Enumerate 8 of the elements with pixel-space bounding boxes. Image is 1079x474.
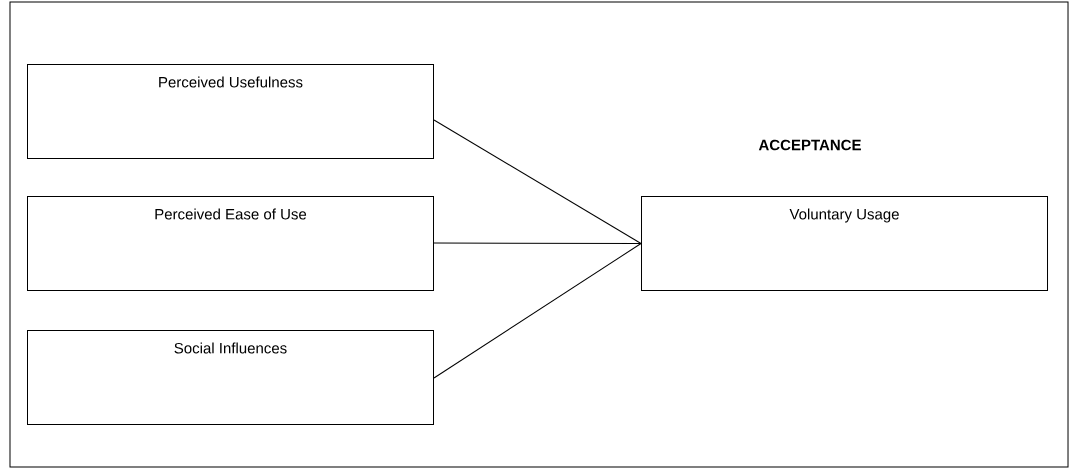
heading: ACCEPTANCE — [758, 139, 861, 151]
box: Perceived Ease of Use — [27, 196, 434, 291]
connector-line — [433, 242, 642, 244]
connector-line — [433, 119, 642, 244]
box: Social Influences — [27, 330, 434, 425]
connector-line — [433, 243, 642, 379]
box: Voluntary Usage — [641, 196, 1048, 291]
box: Perceived Usefulness — [27, 64, 434, 159]
